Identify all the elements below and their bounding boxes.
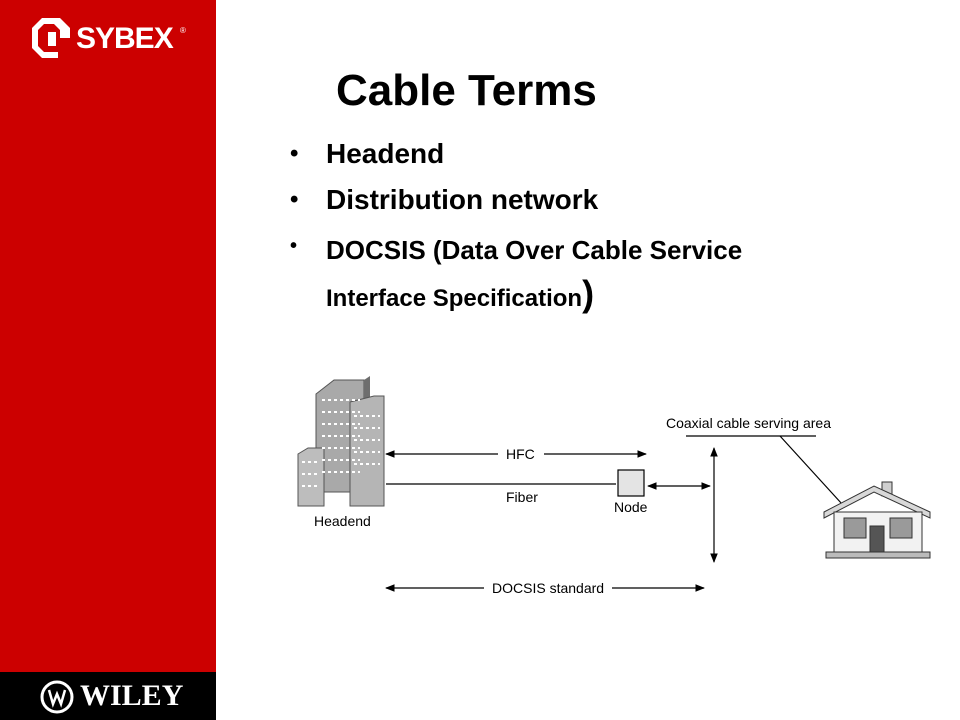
bullet-dot: •	[290, 186, 299, 213]
bullet-text-line2: Interface Specification	[326, 285, 583, 312]
fiber-label: Fiber	[506, 489, 538, 505]
bullet-item-docsis: • DOCSIS (Data Over Cable Service Interf…	[290, 228, 950, 321]
bullet-item-headend: • Headend	[290, 136, 950, 172]
wiley-wordmark: WILEY	[80, 679, 184, 712]
sybex-logo: SYBEX ®	[30, 16, 190, 60]
cable-network-diagram: Headend HFC Fiber Node Coaxial cable ser…	[297, 376, 931, 596]
wiley-logo: WILEY	[40, 678, 210, 714]
wiley-seal-icon	[40, 680, 74, 714]
docsis-label: DOCSIS standard	[492, 580, 604, 596]
bullet-dot: •	[290, 140, 299, 167]
sybex-wordmark: SYBEX	[76, 22, 174, 55]
bullet-item-distribution: • Distribution network	[290, 182, 950, 218]
bullet-list: • Headend • Distribution network • DOCSI…	[290, 136, 950, 331]
headend-building-icon	[297, 376, 385, 507]
coax-drop-line	[779, 435, 843, 505]
bullet-dot: •	[290, 235, 298, 257]
red-sidebar	[0, 0, 216, 672]
hfc-label: HFC	[506, 446, 535, 462]
house-icon	[823, 481, 931, 559]
registered-mark: ®	[180, 26, 186, 35]
bullet-text-line1: DOCSIS (Data Over Cable Service	[326, 235, 743, 265]
footer-bar	[0, 672, 216, 720]
sybex-mark-icon	[32, 18, 70, 58]
headend-label: Headend	[314, 513, 371, 529]
node-label: Node	[614, 499, 648, 515]
bullet-text: Distribution network	[326, 184, 599, 215]
slide-title: Cable Terms	[336, 66, 597, 115]
close-paren: )	[582, 273, 595, 314]
bullet-text: Headend	[326, 138, 445, 169]
node-box	[617, 469, 645, 497]
coax-label: Coaxial cable serving area	[666, 415, 831, 431]
